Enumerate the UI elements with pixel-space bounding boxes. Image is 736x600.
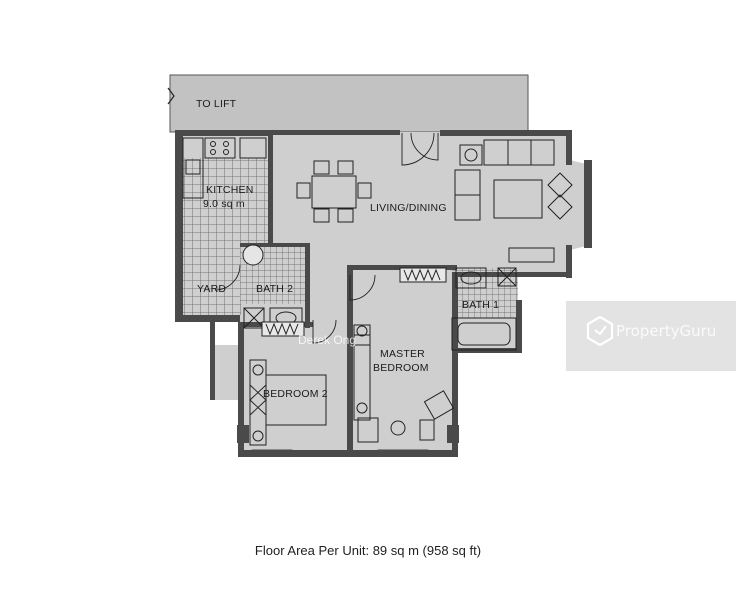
corridor (167, 74, 529, 133)
windows (251, 169, 592, 455)
kitchen-floor (183, 158, 269, 315)
kitchen-fixtures (182, 137, 267, 266)
living-room-furniture (454, 139, 573, 263)
bedroom2-furniture (249, 359, 327, 446)
wardrobes (261, 267, 447, 337)
living-dining-label: LIVING/DINING (370, 202, 447, 214)
floor-area-caption: Floor Area Per Unit: 89 sq m (958 sq ft) (254, 543, 482, 558)
master-bedroom-label-line2: BEDROOM (373, 362, 429, 374)
doors (214, 132, 439, 344)
bedroom2-label: BEDROOM 2 (263, 388, 328, 400)
yard-label: YARD (197, 283, 226, 295)
watermark-credit: Derek Ong (298, 333, 356, 347)
kitchen-label: KITCHEN (206, 184, 254, 196)
propertyguru-logo-icon (586, 315, 614, 347)
bath1-label: BATH 1 (462, 299, 499, 311)
floor-slab (175, 132, 590, 455)
bath2-label: BATH 2 (256, 283, 293, 295)
dining-table (296, 160, 372, 223)
watermark: Derek Ong PropertyGuru (298, 301, 736, 371)
master-bedroom-furniture (353, 324, 455, 443)
watermark-brand: PropertyGuru (616, 322, 716, 340)
kitchen-area-label: 9.0 sq m (203, 198, 245, 210)
room-labels: TO LIFT KITCHEN 9.0 sq m LIVING/DINING Y… (196, 98, 499, 400)
bath1-fixtures (451, 267, 517, 351)
master-bedroom-label-line1: MASTER (380, 348, 425, 360)
to-lift-label: TO LIFT (196, 98, 237, 110)
